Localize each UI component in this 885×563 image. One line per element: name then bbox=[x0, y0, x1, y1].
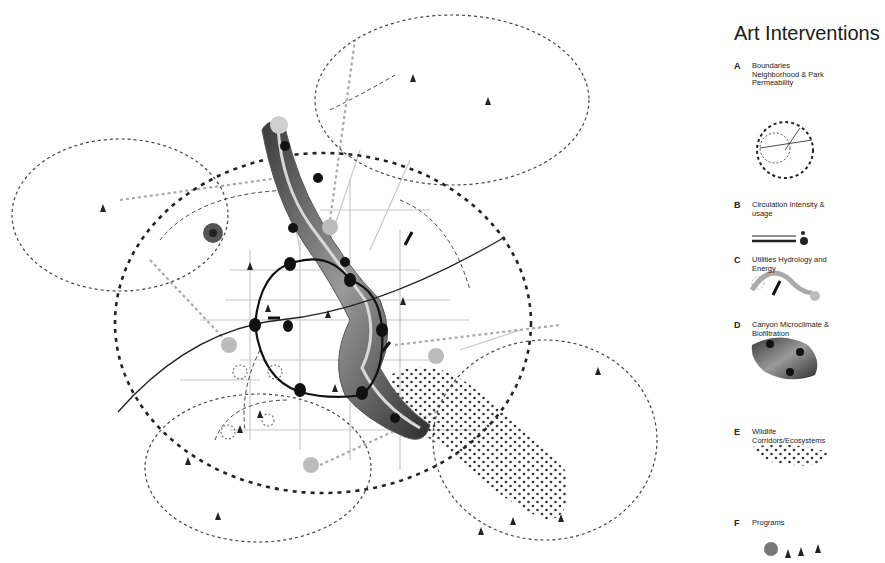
legend-text: Wildlife Corridors/Ecosystems bbox=[752, 428, 834, 445]
legend-text: Programs bbox=[752, 519, 834, 528]
legend-text: Canyon Microclimate & Biofiltration bbox=[752, 321, 834, 338]
legend-letter: F bbox=[734, 518, 740, 528]
legend-letter: A bbox=[734, 61, 741, 71]
legend-letter: E bbox=[734, 427, 740, 437]
legend-title: Art Interventions bbox=[734, 22, 880, 45]
legend-text: Circulation Intensity & usage bbox=[752, 201, 834, 218]
legend-letter: C bbox=[734, 255, 741, 265]
legend-letter: D bbox=[734, 320, 741, 330]
legend-letter: B bbox=[734, 200, 741, 210]
legend-text: Utilities Hydrology and Energy bbox=[752, 256, 834, 273]
legend-text: Boundaries Neighborhood & Park Permeabil… bbox=[752, 62, 834, 88]
